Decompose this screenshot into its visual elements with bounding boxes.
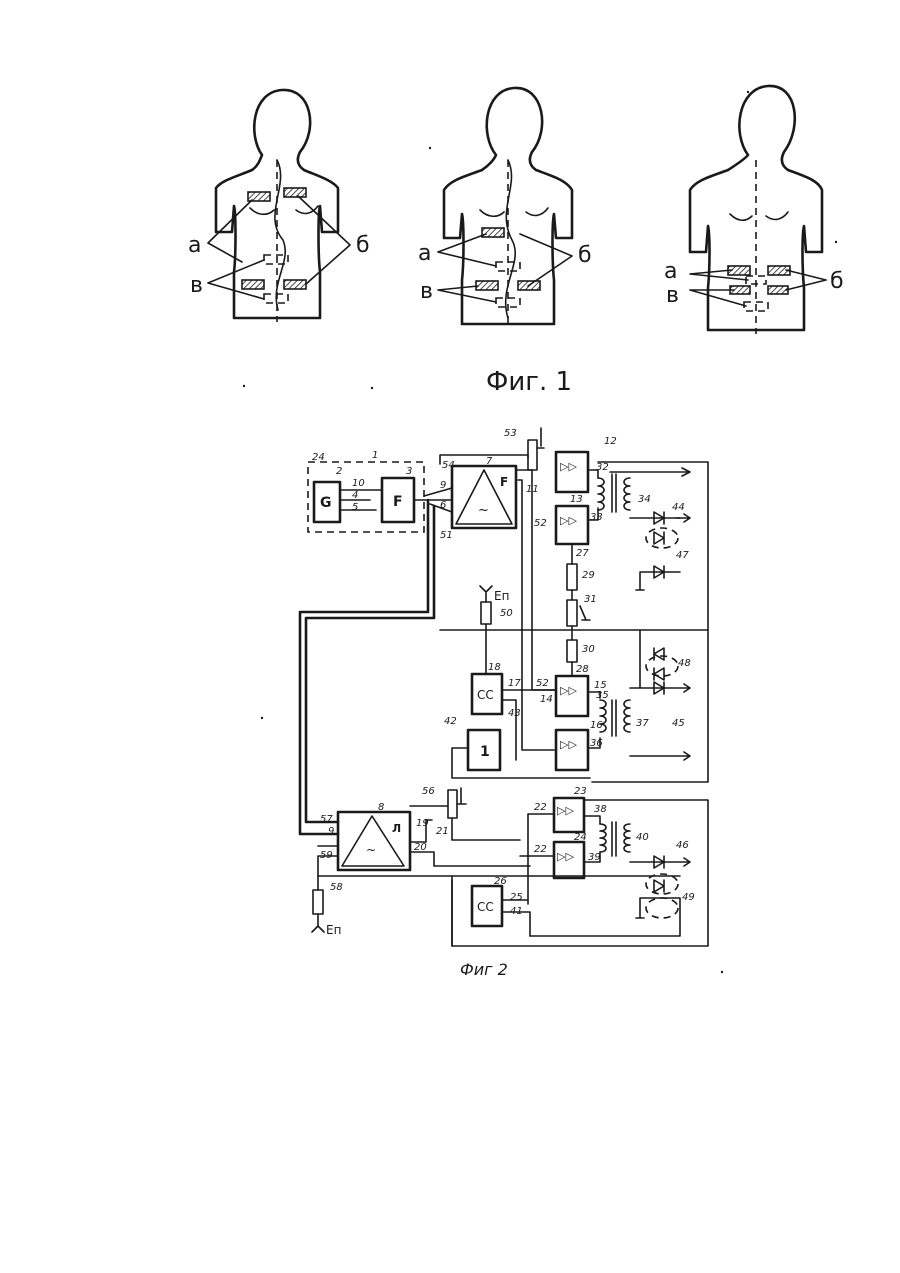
label-b: б: [356, 233, 370, 258]
svg-text:23: 23: [574, 786, 587, 797]
label-v: в: [190, 273, 203, 298]
svg-text:9: 9: [440, 480, 446, 491]
svg-text:F: F: [500, 475, 508, 489]
svg-text:4: 4: [352, 490, 358, 501]
svg-text:Eп: Eп: [326, 923, 341, 937]
svg-text:F: F: [393, 494, 403, 510]
svg-text:14: 14: [540, 694, 553, 705]
svg-text:45: 45: [672, 718, 685, 729]
svg-text:21: 21: [436, 826, 449, 837]
electrode-b: [284, 188, 306, 197]
svg-text:24: 24: [312, 452, 325, 463]
label-a: a: [664, 259, 677, 284]
svg-text:Eп: Eп: [494, 589, 509, 603]
svg-text:50: 50: [500, 608, 513, 619]
svg-text:3: 3: [406, 466, 412, 477]
svg-text:5: 5: [352, 502, 358, 513]
label-b: б: [578, 243, 592, 268]
svg-text:~: ~: [366, 843, 376, 857]
svg-text:22: 22: [534, 844, 547, 855]
svg-text:42: 42: [444, 716, 457, 727]
svg-text:26: 26: [494, 876, 507, 887]
svg-text:31: 31: [584, 594, 597, 605]
svg-text:30: 30: [582, 644, 595, 655]
fig1-panel-1: a б в: [188, 90, 370, 322]
svg-text:Л: Л: [392, 822, 401, 835]
svg-text:13: 13: [570, 494, 583, 505]
svg-text:53: 53: [504, 428, 517, 439]
svg-text:57: 57: [320, 814, 333, 825]
svg-text:29: 29: [582, 570, 595, 581]
svg-text:20: 20: [414, 842, 427, 853]
svg-text:51: 51: [440, 530, 453, 541]
svg-text:1: 1: [480, 744, 490, 760]
svg-text:6: 6: [440, 500, 446, 511]
svg-text:43: 43: [508, 708, 521, 719]
svg-text:9: 9: [328, 826, 334, 837]
svg-text:47: 47: [676, 550, 689, 561]
svg-text:36: 36: [590, 738, 603, 749]
svg-text:11: 11: [526, 484, 539, 495]
svg-text:56: 56: [422, 786, 435, 797]
svg-text:41: 41: [510, 906, 523, 917]
label-a: a: [188, 233, 201, 258]
svg-text:52: 52: [534, 518, 547, 529]
svg-text:49: 49: [682, 892, 695, 903]
fig1-panel-2: a б в: [418, 88, 592, 328]
svg-text:34: 34: [638, 494, 651, 505]
label-v: в: [420, 279, 433, 304]
svg-text:12: 12: [604, 436, 617, 447]
svg-text:1: 1: [372, 450, 378, 461]
fig2-schematic: G F ~ F ▷▷ ▷▷ ▷▷ ▷▷: [300, 428, 723, 979]
svg-text:37: 37: [636, 718, 649, 729]
svg-text:10: 10: [352, 478, 365, 489]
svg-text:16: 16: [590, 720, 603, 731]
svg-text:▷▷: ▷▷: [557, 850, 574, 863]
svg-text:2: 2: [336, 466, 342, 477]
label-a: a: [418, 241, 431, 266]
svg-text:▷▷: ▷▷: [560, 738, 577, 751]
svg-text:32: 32: [596, 462, 609, 473]
svg-text:54: 54: [442, 460, 455, 471]
svg-text:CC: CC: [477, 900, 494, 914]
svg-text:8: 8: [378, 802, 384, 813]
svg-text:48: 48: [678, 658, 691, 669]
svg-text:25: 25: [510, 892, 523, 903]
svg-text:35: 35: [596, 690, 609, 701]
svg-text:7: 7: [486, 456, 493, 467]
svg-text:CC: CC: [477, 688, 494, 702]
svg-text:17: 17: [508, 678, 521, 689]
svg-text:59: 59: [320, 850, 333, 861]
svg-text:19: 19: [416, 818, 429, 829]
svg-text:22: 22: [534, 802, 547, 813]
svg-text:38: 38: [594, 804, 607, 815]
label-v: в: [666, 283, 679, 308]
svg-text:18: 18: [488, 662, 501, 673]
svg-text:▷▷: ▷▷: [560, 514, 577, 527]
svg-text:~: ~: [478, 503, 489, 518]
svg-text:52: 52: [536, 678, 549, 689]
fig1-panel-3: a б в: [664, 86, 844, 334]
svg-text:▷▷: ▷▷: [557, 804, 574, 817]
svg-text:33: 33: [590, 512, 603, 523]
svg-text:46: 46: [676, 840, 689, 851]
svg-text:40: 40: [636, 832, 649, 843]
svg-text:28: 28: [576, 664, 589, 675]
label-b: б: [830, 269, 844, 294]
svg-text:58: 58: [330, 882, 343, 893]
svg-text:24: 24: [574, 832, 587, 843]
svg-text:G: G: [320, 495, 332, 511]
fig1-caption: Фиг. 1: [486, 367, 572, 397]
block-8-modulator: [338, 812, 410, 870]
svg-text:39: 39: [588, 852, 601, 863]
svg-text:▷▷: ▷▷: [560, 460, 577, 473]
svg-text:27: 27: [576, 548, 589, 559]
svg-text:▷▷: ▷▷: [560, 684, 577, 697]
svg-text:44: 44: [672, 502, 685, 513]
fig2-caption: Фиг 2: [460, 960, 508, 979]
electrode-a: [482, 228, 504, 237]
